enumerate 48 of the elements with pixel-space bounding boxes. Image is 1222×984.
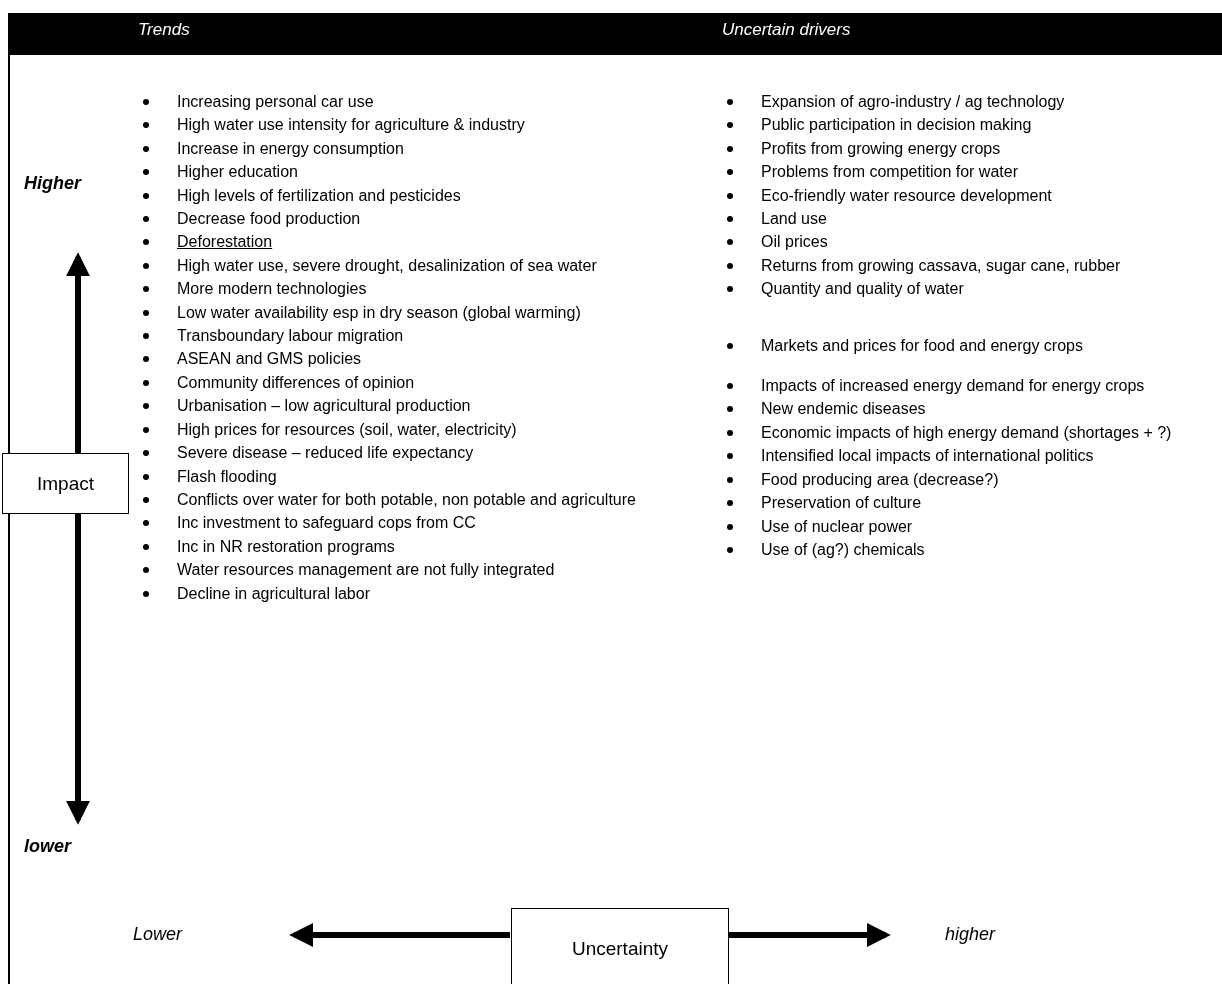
label-box: Uncertainty	[511, 908, 729, 984]
axis-label: lower	[24, 836, 71, 857]
bullet-item: Flash flooding	[143, 464, 643, 488]
bullet-item: High prices for resources (soil, water, electricity)	[143, 417, 643, 442]
label-box: Impact	[2, 453, 129, 514]
bullet-item: Inc investment to safeguard cops from CC	[143, 511, 643, 535]
bullet-item: High water use, severe drought, desalinization of sea water	[143, 253, 643, 278]
bullet-item: Urbanisation – low agricultural production	[143, 394, 643, 418]
axis-label: Lower	[133, 924, 183, 945]
column-header: Trends	[138, 20, 190, 40]
bullet-item: High water use intensity for agriculture & industry	[143, 113, 643, 137]
bullet-item: Community differences of opinion	[143, 370, 643, 395]
bullet-item: Economic impacts of high energy demand (shortages + ?)	[727, 420, 1187, 445]
bullet-item: Impacts of increased energy demand for energy crops	[727, 374, 1187, 398]
bullet-item: Higher education	[143, 160, 643, 184]
bullet-item: Preservation of culture	[727, 491, 1187, 515]
bullet-item: Eco-friendly water resource development	[727, 183, 1187, 208]
column-header: Uncertain drivers	[722, 20, 851, 40]
bullet-item: Inc in NR restoration programs	[143, 534, 643, 559]
bullet-item: Conflicts over water for both potable, non potable and agriculture	[143, 487, 643, 512]
bullet-item: New endemic diseases	[727, 397, 1187, 421]
bullet-item: Expansion of agro-industry / ag technology	[727, 90, 1187, 114]
bullet-item: Intensified local impacts of international politics	[727, 444, 1187, 468]
bullet-item: High levels of fertilization and pesticides	[143, 183, 643, 208]
bullet-item: Decrease food production	[143, 207, 643, 231]
bullet-item: Public participation in decision making	[727, 113, 1187, 137]
bullet-item: Water resources management are not fully integrated	[143, 558, 643, 582]
bullet-item: More modern technologies	[143, 277, 643, 301]
bullet-item: Profits from growing energy crops	[727, 136, 1187, 161]
bullet-item: Increase in energy consumption	[143, 136, 643, 161]
bullet-item: Transboundary labour migration	[143, 324, 643, 348]
bullet-item: Land use	[727, 207, 1187, 231]
bullet-item: Food producing area (decrease?)	[727, 467, 1187, 492]
bullet-item: Deforestation	[143, 230, 643, 254]
bullet-item: ASEAN and GMS policies	[143, 347, 643, 371]
bullet-item: Problems from competition for water	[727, 160, 1187, 184]
bullet-item: Severe disease – reduced life expectancy	[143, 441, 643, 465]
bullet-item: Markets and prices for food and energy crops	[727, 333, 1187, 358]
bullet-item: Use of nuclear power	[727, 514, 1187, 538]
bullet-item: Quantity and quality of water	[727, 277, 1187, 301]
bullet-item: Increasing personal car use	[143, 90, 643, 114]
bullet-item: Returns from growing cassava, sugar cane, rubber	[727, 253, 1187, 278]
bullet-item: Decline in agricultural labor	[143, 581, 643, 605]
bullet-item: Low water availability esp in dry season (global warming)	[143, 300, 643, 325]
bullet-item: Oil prices	[727, 230, 1187, 254]
bullet-item: Use of (ag?) chemicals	[727, 537, 1187, 562]
axis-label: higher	[945, 924, 996, 945]
axis-label: Higher	[24, 173, 81, 194]
